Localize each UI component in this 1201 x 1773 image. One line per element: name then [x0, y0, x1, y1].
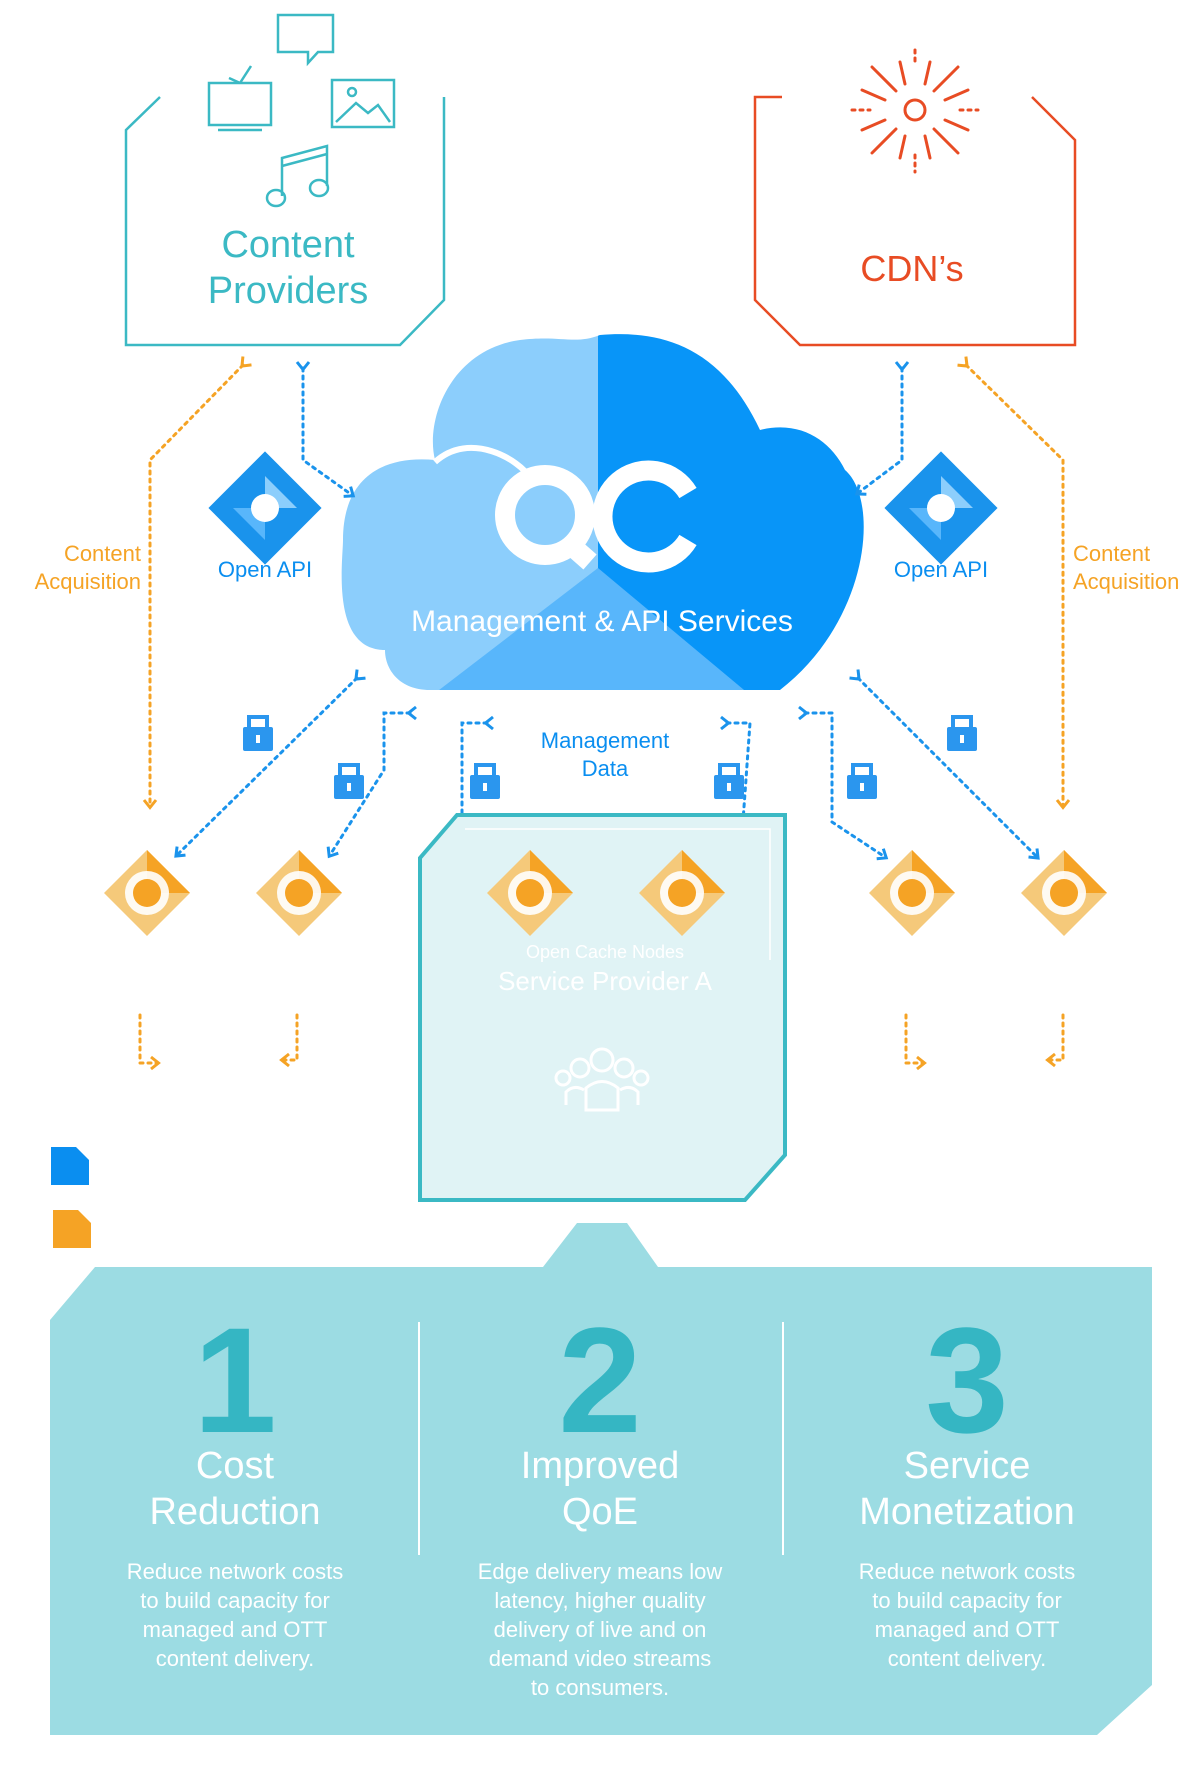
service-provider-label: Service Provider A	[498, 966, 712, 996]
music-note-icon	[265, 144, 330, 208]
benefit-desc-3: Reduce network costs to build capacity f…	[858, 1559, 1076, 1671]
open-api-right-label: Open API	[893, 557, 989, 582]
benefit-desc-2: Edge delivery means low latency, higher …	[477, 1559, 723, 1700]
benefits-panel	[50, 1223, 1152, 1735]
open-cache-nodes-label: Open Cache Nodes	[525, 942, 685, 962]
cache-node-icon	[256, 850, 342, 936]
tv-icon	[207, 65, 273, 132]
content-acquisition-right-label: Content Acquisition	[1073, 541, 1180, 594]
cloud-label: Management & API Services	[411, 605, 793, 638]
benefit-title-3: Service Monetization	[859, 1445, 1075, 1533]
cache-node-icon	[104, 850, 190, 936]
gear-icon	[208, 451, 322, 565]
chat-bubble-icon	[276, 13, 335, 67]
cdn-box	[753, 48, 1077, 347]
gear-icon	[884, 451, 998, 565]
benefit-title-1: Cost Reduction	[149, 1445, 321, 1533]
management-data-label: Management Data	[540, 728, 670, 781]
content-providers-box	[124, 13, 446, 347]
benefit-desc-1: Reduce network costs to build capacity f…	[126, 1559, 344, 1671]
lock-icon	[243, 715, 977, 799]
benefit-number-2: 2	[558, 1296, 642, 1464]
content-providers-label: Content Providers	[207, 224, 369, 312]
qc-logo	[495, 460, 697, 573]
benefit-title-2: Improved QoE	[520, 1445, 680, 1533]
users-icon	[554, 1047, 650, 1112]
cache-node-icon	[1021, 850, 1107, 936]
service-provider-box	[418, 813, 787, 1202]
cache-nodes	[104, 850, 1107, 936]
benefit-number-3: 3	[925, 1296, 1009, 1464]
open-api-left-label: Open API	[217, 557, 313, 582]
benefit-number-1: 1	[193, 1296, 277, 1464]
qc-cloud	[341, 334, 864, 690]
cdns-label: CDN’s	[860, 248, 964, 289]
cache-node-icon	[487, 850, 573, 936]
cache-node-icon	[869, 850, 955, 936]
cache-node-icon	[639, 850, 725, 936]
legend	[51, 1147, 91, 1248]
image-icon	[330, 78, 396, 129]
content-acquisition-left-label: Content Acquisition	[34, 541, 141, 594]
starburst-icon	[850, 48, 980, 174]
